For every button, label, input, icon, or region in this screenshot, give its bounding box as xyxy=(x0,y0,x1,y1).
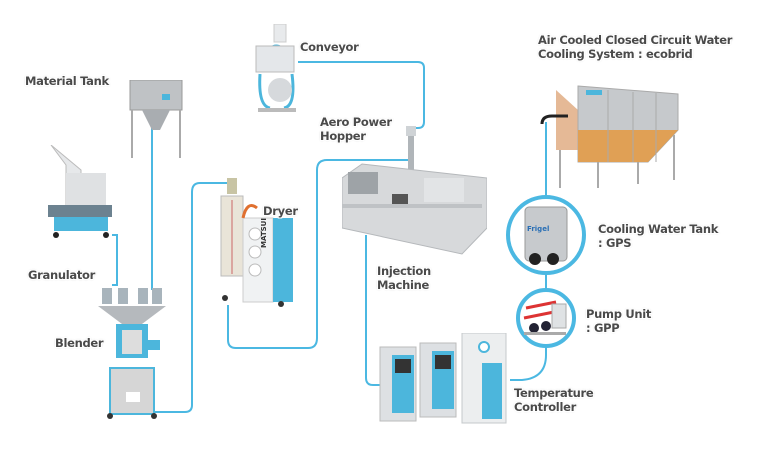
label-material-tank: Material Tank xyxy=(25,74,109,88)
pipe-conveyor-to-hopper xyxy=(298,61,425,129)
label-cooling-water-tank: Cooling Water Tank: GPS xyxy=(598,222,719,250)
label-granulator: Granulator xyxy=(28,268,96,282)
pipe-blender-to-dryer xyxy=(140,182,228,413)
pipe-injection-to-temperature xyxy=(365,235,380,386)
material-tank-image xyxy=(128,79,184,160)
pipe-granulator-to-blender xyxy=(112,234,118,286)
dryer-image: MATSUI xyxy=(217,178,299,308)
conveyor-image xyxy=(252,23,300,116)
pipe-dryer-loop xyxy=(227,159,410,349)
cooling-system-image xyxy=(538,80,688,190)
granulator-image xyxy=(46,144,116,240)
temperature-controller-image xyxy=(378,332,513,426)
injection-machine-image xyxy=(341,158,488,258)
pipe-cooling-chain xyxy=(510,122,547,381)
label-blender: Blender xyxy=(55,336,104,350)
pump-unit-image xyxy=(522,298,570,338)
blender-image xyxy=(98,288,166,420)
label-conveyor: Conveyor xyxy=(300,40,359,54)
label-dryer: Dryer xyxy=(263,204,298,218)
cooling-water-tank-image: Frigel xyxy=(521,203,571,267)
pump-unit-ring xyxy=(516,288,576,348)
aero-power-hopper-image xyxy=(402,126,420,174)
dryer-brand: MATSUI xyxy=(260,218,268,248)
cooling-tank-ring xyxy=(506,195,586,275)
tank-brand: Frigel xyxy=(527,225,550,233)
label-pump-unit: Pump Unit: GPP xyxy=(586,307,652,335)
